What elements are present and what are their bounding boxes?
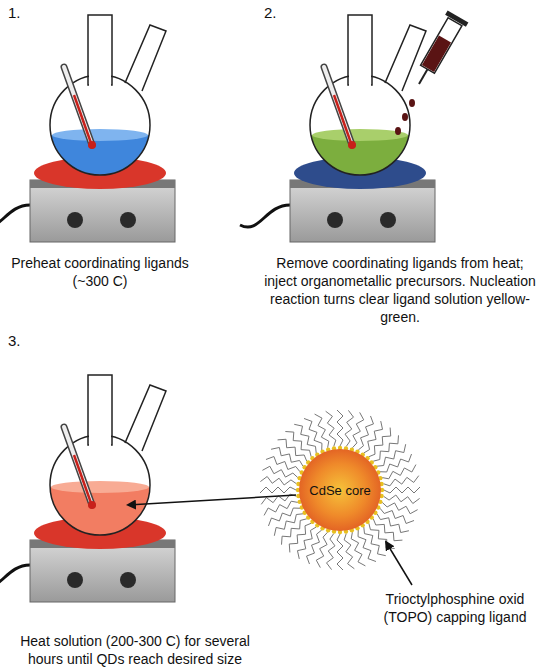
ligand-label: Trioctylphosphine oxid (TOPO) capping li…	[365, 590, 545, 626]
step-number: 2.	[264, 4, 304, 22]
step-caption: Heat solution (200-300 C) for several ho…	[4, 632, 266, 668]
step-caption: Remove coordinating ligands from heat; i…	[262, 254, 538, 326]
step-caption: Preheat coordinating ligands (~300 C)	[2, 254, 198, 290]
step-number: 1.	[8, 4, 48, 22]
step-number: 3.	[8, 332, 48, 350]
core-circle: CdSe core	[299, 449, 381, 531]
node-label: CdSe core	[309, 483, 370, 498]
